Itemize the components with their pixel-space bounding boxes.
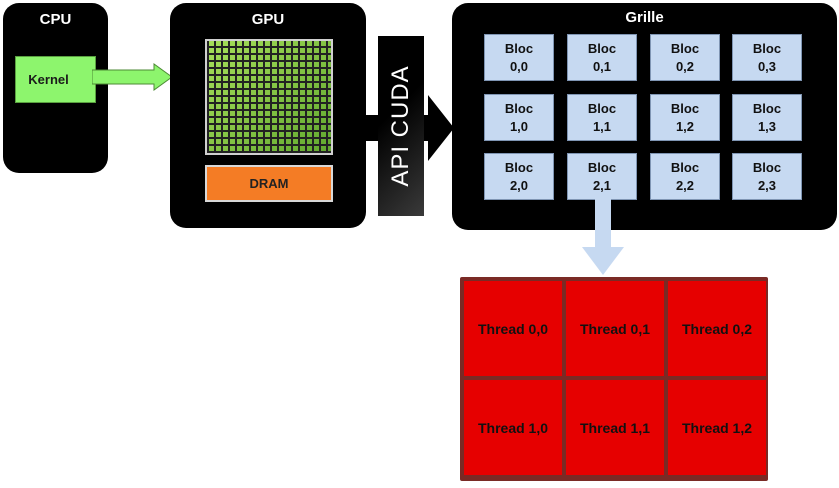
kernel-to-gpu-arrow bbox=[92, 63, 173, 91]
grid-block: Bloc 0,0 bbox=[484, 34, 554, 81]
gpu-title: GPU bbox=[251, 11, 285, 28]
block-label: Bloc bbox=[504, 100, 534, 116]
thread-cell: Thread 1,1 bbox=[566, 380, 664, 475]
grid-block: Bloc 2,2 bbox=[650, 153, 720, 200]
kernel-box: Kernel bbox=[15, 56, 96, 103]
block-label: Bloc bbox=[587, 40, 617, 56]
cpu-title: CPU bbox=[39, 11, 72, 28]
block-index: 0,2 bbox=[675, 58, 695, 74]
block-index: 2,1 bbox=[592, 177, 612, 193]
block-label: Bloc bbox=[752, 40, 782, 56]
kernel-label: Kernel bbox=[28, 72, 69, 87]
block-label: Bloc bbox=[752, 159, 782, 175]
api-cuda-bar: API CUDA bbox=[378, 36, 424, 216]
block-index: 0,3 bbox=[757, 58, 777, 74]
dram-label: DRAM bbox=[249, 176, 289, 191]
gpu-core-grid bbox=[205, 39, 333, 155]
grid-block: Bloc 2,3 bbox=[732, 153, 802, 200]
block-label: Bloc bbox=[587, 159, 617, 175]
thread-cell: Thread 1,2 bbox=[668, 380, 766, 475]
grid-block: Bloc 0,3 bbox=[732, 34, 802, 81]
block-index: 2,0 bbox=[509, 177, 529, 193]
api-cuda-label: API CUDA bbox=[387, 65, 414, 187]
grid-block: Bloc 1,3 bbox=[732, 94, 802, 141]
grid-block: Bloc 2,0 bbox=[484, 153, 554, 200]
block-label: Bloc bbox=[752, 100, 782, 116]
thread-cell: Thread 0,1 bbox=[566, 281, 664, 376]
grid-block: Bloc 1,0 bbox=[484, 94, 554, 141]
block-label: Bloc bbox=[587, 100, 617, 116]
block-index: 0,1 bbox=[592, 58, 612, 74]
block-label: Bloc bbox=[670, 40, 700, 56]
block-index: 1,2 bbox=[675, 118, 695, 134]
cpu-panel: CPU Kernel bbox=[3, 3, 108, 173]
thread-cell: Thread 1,0 bbox=[464, 380, 562, 475]
block-index: 2,2 bbox=[675, 177, 695, 193]
block-label: Bloc bbox=[670, 159, 700, 175]
grid-block: Bloc 0,1 bbox=[567, 34, 637, 81]
block-label: Bloc bbox=[670, 100, 700, 116]
gpu-panel: GPU DRAM bbox=[170, 3, 366, 228]
grid-block: Bloc 0,2 bbox=[650, 34, 720, 81]
dram-box: DRAM bbox=[205, 165, 333, 202]
thread-cell: Thread 0,2 bbox=[668, 281, 766, 376]
thread-cell: Thread 0,0 bbox=[464, 281, 562, 376]
block-label: Bloc bbox=[504, 40, 534, 56]
block-index: 0,0 bbox=[509, 58, 529, 74]
block-index: 2,3 bbox=[757, 177, 777, 193]
grid-title: Grille bbox=[625, 9, 664, 26]
block-index: 1,1 bbox=[592, 118, 612, 134]
block-label: Bloc bbox=[504, 159, 534, 175]
block-index: 1,3 bbox=[757, 118, 777, 134]
bloc-to-threads-arrow bbox=[582, 195, 624, 275]
grid-block: Bloc 1,1 bbox=[567, 94, 637, 141]
grid-block: Bloc 2,1 bbox=[567, 153, 637, 200]
grid-block: Bloc 1,2 bbox=[650, 94, 720, 141]
block-index: 1,0 bbox=[509, 118, 529, 134]
